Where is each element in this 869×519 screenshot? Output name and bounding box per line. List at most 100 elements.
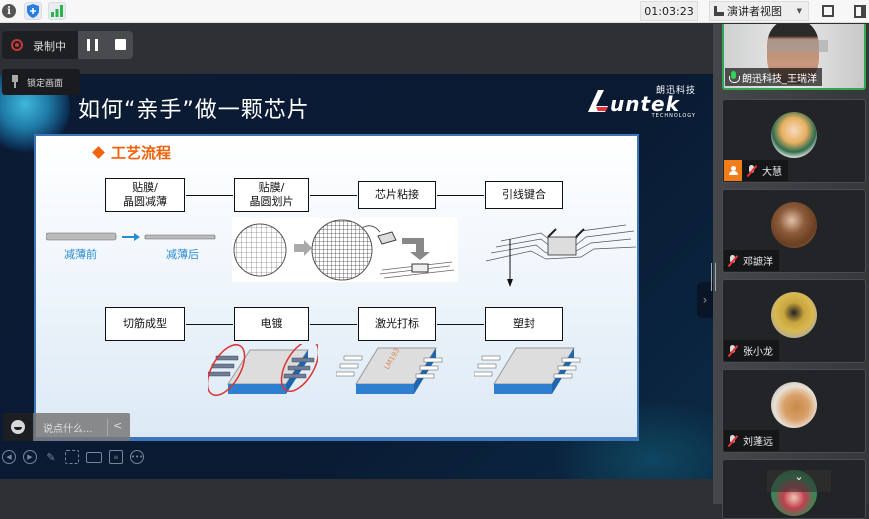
slide-title: 如何“亲手”做一颗芯片: [78, 98, 310, 123]
step-die-attach: 芯片粘接: [358, 181, 436, 209]
chat-input-bar[interactable]: 说点什么... <: [3, 413, 130, 441]
view-mode-select[interactable]: 演讲者视图 ▼: [709, 1, 809, 21]
pin-icon: [11, 75, 19, 89]
record-icon: [11, 39, 23, 51]
recording-controls: [78, 31, 133, 59]
step-laser-marking: 激光打标: [358, 307, 436, 341]
participant-tile-active[interactable]: 朗迅科技_王瑞洋: [722, 24, 866, 90]
participant-name-tag: 大慧: [724, 160, 788, 181]
step-wire-bonding: 引线键合: [485, 181, 563, 209]
logo-tagline: TECHNOLOGY: [651, 113, 696, 119]
participant-tile[interactable]: 张小龙: [722, 279, 866, 363]
pause-icon[interactable]: [87, 39, 98, 51]
participant-name-tag: 朗迅科技_王瑞洋: [725, 68, 822, 86]
view-mode-label: 演讲者视图: [727, 5, 782, 18]
collapse-panel-button[interactable]: ›: [697, 282, 713, 318]
fullscreen-button[interactable]: [818, 1, 838, 21]
step-molding: 塑封: [485, 307, 563, 341]
scroll-down-button[interactable]: ⌄: [767, 470, 831, 492]
marked-chip-illustration: LM193: [336, 347, 443, 394]
panel-icon: [853, 4, 866, 18]
plated-chip-illustration: [208, 344, 318, 396]
participant-name: 邓謶洋: [743, 257, 773, 268]
participant-panel: 朗迅科技_王瑞洋 大慧 邓謶洋 张小龙 刘蓬远 ⌄: [713, 24, 869, 519]
avatar: [771, 382, 817, 428]
participant-name: 朗迅科技_王瑞洋: [742, 73, 817, 85]
participant-name-tag: 邓謶洋: [724, 250, 779, 271]
company-logo: 朗迅科技 untek TECHNOLOGY: [588, 82, 700, 120]
pen-icon[interactable]: ✎: [46, 450, 56, 464]
next-icon[interactable]: ▶: [23, 450, 37, 464]
user-icon: [728, 166, 738, 175]
step-wafer-dicing: 贴膜/ 晶圆划片: [234, 178, 309, 212]
layout-icon: [714, 6, 724, 16]
chevron-down-icon: ▼: [796, 7, 802, 15]
recording-bar: 录制中: [2, 31, 133, 59]
divider: [107, 418, 108, 436]
participant-name: 刘蓬远: [743, 437, 773, 448]
step-wafer-thinning: 贴膜/ 晶圆减薄: [105, 178, 185, 212]
avatar: [771, 202, 817, 248]
participant-name: 张小龙: [743, 347, 773, 358]
top-bar: i 01:03:23 演讲者视图 ▼: [0, 0, 869, 23]
caption-icon[interactable]: ≡: [109, 450, 123, 464]
participant-name: 大慧: [762, 167, 782, 178]
panel-resize-handle[interactable]: [711, 263, 716, 291]
mic-off-icon: [728, 434, 738, 447]
mic-off-icon: [728, 344, 738, 357]
recording-status: 录制中: [33, 40, 66, 53]
diamond-bullet-icon: [92, 146, 105, 159]
shield-icon[interactable]: [24, 2, 42, 20]
participant-tile[interactable]: 刘蓬远: [722, 369, 866, 453]
mic-off-icon: [747, 164, 757, 177]
presentation-stage: 如何“亲手”做一颗芯片 朗迅科技 untek TECHNOLOGY 工艺流程 贴…: [0, 24, 713, 504]
prev-icon[interactable]: ◀: [2, 450, 16, 464]
logo-mark-icon: [588, 90, 608, 112]
lock-screen-label: 锁定画面: [27, 78, 64, 89]
host-badge: [724, 160, 742, 181]
wafer-thinning-illustration: [46, 232, 216, 241]
participant-tile[interactable]: ⌄: [722, 459, 866, 519]
emoji-button[interactable]: [3, 413, 33, 441]
chat-placeholder[interactable]: 说点什么...: [43, 424, 93, 435]
participant-name-tag: 刘蓬远: [724, 430, 779, 451]
avatar: [771, 112, 817, 158]
camera-icon[interactable]: [86, 452, 102, 463]
arrow-connector: [310, 324, 357, 325]
video-overlay: [768, 40, 828, 52]
slide-content: 工艺流程 贴膜/ 晶圆减薄 贴膜/ 晶圆划片 芯片粘接 引线键合 减薄前 减薄后: [34, 134, 639, 441]
emoji-icon: [11, 420, 25, 434]
arrow-connector: [437, 195, 484, 196]
logo-wordmark: untek: [610, 92, 680, 116]
stop-icon[interactable]: [115, 39, 126, 50]
arrow-connector: [186, 324, 233, 325]
section-heading: 工艺流程: [92, 142, 171, 163]
select-icon[interactable]: [65, 450, 79, 464]
avatar: [771, 292, 817, 338]
mic-off-icon: [728, 254, 738, 267]
more-icon[interactable]: •••: [130, 450, 144, 464]
participant-name-tag: 张小龙: [724, 340, 779, 361]
slide-toolbar: ◀ ▶ ✎ ≡ •••: [2, 450, 144, 464]
fullscreen-icon: [822, 5, 834, 17]
after-thinning-label: 减薄后: [166, 248, 199, 261]
chevron-left-icon[interactable]: <: [113, 419, 123, 432]
wire-bonding-illustration: [486, 224, 636, 287]
mic-on-icon: [729, 71, 740, 83]
signal-icon[interactable]: [48, 2, 66, 20]
lock-screen-button[interactable]: 锁定画面: [2, 69, 80, 95]
step-trim-form: 切筋成型: [105, 307, 185, 341]
wafer-dicing-illustration: [232, 218, 458, 282]
before-thinning-label: 减薄前: [64, 248, 97, 261]
shared-slide: 如何“亲手”做一颗芯片 朗迅科技 untek TECHNOLOGY 工艺流程 贴…: [0, 74, 713, 479]
arrow-connector: [437, 324, 484, 325]
side-panel-button[interactable]: [850, 1, 869, 21]
arrow-connector: [186, 195, 233, 196]
chevron-down-icon: ⌄: [794, 470, 804, 483]
participant-tile[interactable]: 邓謶洋: [722, 189, 866, 273]
arrow-connector: [310, 195, 357, 196]
meeting-timer: 01:03:23: [640, 1, 698, 21]
chevron-right-icon: ›: [702, 293, 708, 307]
participant-tile[interactable]: 大慧: [722, 99, 866, 183]
info-icon[interactable]: i: [0, 2, 18, 20]
